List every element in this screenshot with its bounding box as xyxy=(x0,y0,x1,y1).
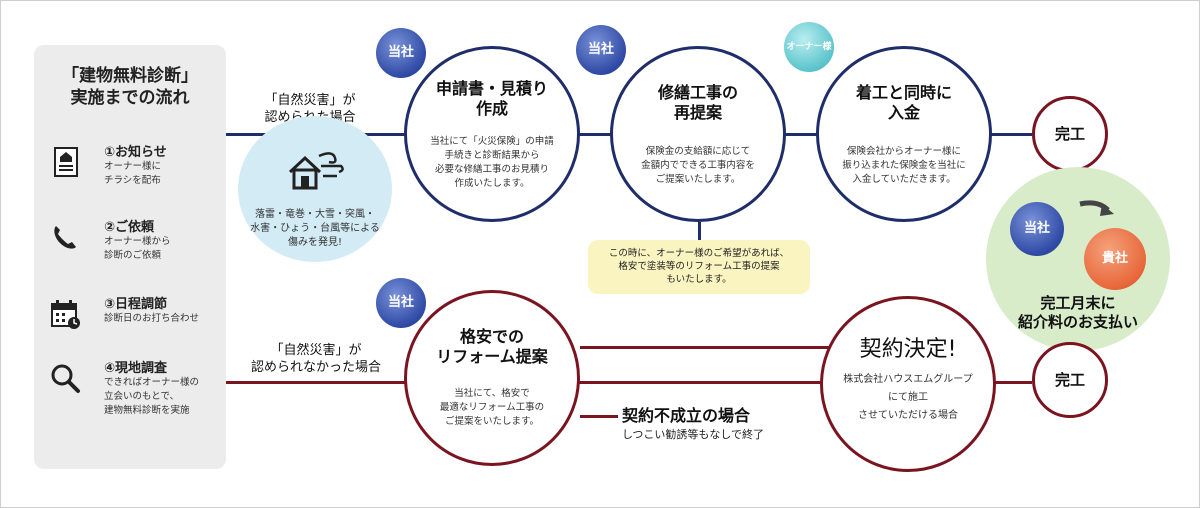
bottom-branch-label: 「自然災害」が 認められなかった場合 xyxy=(250,343,381,375)
magnifier-icon xyxy=(51,364,80,393)
step-desc: できればオーナー様の 立会いのもとで、 建物無料診断を実施 xyxy=(104,377,200,416)
step-desc: オーナー様に チラシを配布 xyxy=(104,161,162,186)
no-contract-title: 契約不成立の場合 xyxy=(622,406,751,425)
circle-title: 格安での リフォーム提案 xyxy=(436,327,548,366)
circle-desc: 当社にて「火災保険」の申請 手続きと診断結果から 必要な修繕工事のお見積り 作成… xyxy=(430,136,554,189)
disaster-text: 落雷・竜巻・大雪・突風・ 水害・ひょう・台風等による 傷みを発見! xyxy=(250,209,380,248)
step-desc: オーナー様から 診断のご依頼 xyxy=(104,236,171,261)
no-contract-line xyxy=(580,415,618,418)
done-circle-top: 完工 xyxy=(1032,96,1108,172)
house-wind-icon xyxy=(288,152,344,190)
circle-desc: 株式会社ハウスエムグループ にて施工 させていただける場合 xyxy=(843,374,973,421)
step-survey: ④現地調査 できればオーナー様の 立会いのもとで、 建物無料診断を実施 xyxy=(34,357,226,417)
circle-title: 着工と同時に 入金 xyxy=(855,83,952,122)
circle-contract: 契約決定! 株式会社ハウスエムグループ にて施工 させていただける場合 xyxy=(820,296,996,472)
circle-title: 契約決定! xyxy=(859,337,957,362)
step-title: ②ご依頼 xyxy=(104,220,155,235)
note-connector xyxy=(698,222,701,242)
step-title: ④現地調査 xyxy=(104,361,168,376)
owner-badge: オーナー様 xyxy=(784,22,834,72)
calendar-icon xyxy=(51,300,80,329)
circle-start: 着工と同時に 入金 保険会社からオーナー様に 振り込まれた保険金を当社に 入金し… xyxy=(816,46,992,222)
step-title: ①お知らせ xyxy=(104,145,167,160)
client-badge: 貴社 xyxy=(1084,228,1146,290)
step-request: ②ご依頼 オーナー様から 診断のご依頼 xyxy=(34,216,226,276)
circle-desc: 保険金の支給額に応じて 金額内でできる工事内容を ご提案いたします。 xyxy=(641,146,755,185)
done-circle-bottom: 完工 xyxy=(1032,342,1108,418)
flyer-icon xyxy=(54,147,78,177)
no-contract-sub: しつこい勧誘等もなしで終了 xyxy=(622,428,765,441)
phone-icon xyxy=(54,226,76,249)
disaster-bubble: 落雷・竜巻・大雪・突風・ 水害・ひょう・台風等による 傷みを発見! xyxy=(238,116,392,262)
bottom-flow-line xyxy=(226,381,1032,384)
step-desc: 診断日のお打ち合わせ xyxy=(104,313,200,324)
step-notice: ①お知らせ オーナー様に チラシを配布 xyxy=(34,141,226,201)
circle-repair: 修繕工事の 再提案 保険金の支給額に応じて 金額内でできる工事内容を ご提案いた… xyxy=(610,46,786,222)
company-badge: 当社 xyxy=(1010,202,1064,256)
step-title: ③日程調節 xyxy=(104,297,168,312)
circle-application: 申請書・見積り 作成 当社にて「火災保険」の申請 手続きと診断結果から 必要な修… xyxy=(404,46,580,222)
arrow-icon xyxy=(1079,200,1114,216)
reform-note: この時に、オーナー様のご希望があれば、 格安で塗装等のリフォーム工事の提案 もい… xyxy=(588,240,810,294)
reform-contract-line xyxy=(580,346,850,349)
sidebar-title: 「建物無料診断」 実施までの流れ xyxy=(62,66,198,108)
flow-sidebar: 「建物無料診断」 実施までの流れ ①お知らせ オーナー様に チラシを配布 ②ご依… xyxy=(34,45,226,469)
company-badge: 当社 xyxy=(576,25,626,75)
circle-desc: 当社にて、格安で 最適なリフォーム工事の ご提案をいたします。 xyxy=(439,388,545,427)
circle-title: 申請書・見積り 作成 xyxy=(435,79,548,118)
completion-text: 完工月末に 紹介料のお支払い xyxy=(1017,294,1138,331)
company-badge: 当社 xyxy=(376,278,426,328)
circle-reform: 格安での リフォーム提案 当社にて、格安で 最適なリフォーム工事の ご提案をいた… xyxy=(404,290,580,466)
circle-desc: 保険会社からオーナー様に 振り込まれた保険金を当社に 入金していただきます。 xyxy=(842,146,966,185)
circle-title: 修繕工事の 再提案 xyxy=(657,83,738,122)
company-badge: 当社 xyxy=(376,28,426,78)
step-schedule: ③日程調節 診断日のお打ち合わせ xyxy=(34,293,226,353)
